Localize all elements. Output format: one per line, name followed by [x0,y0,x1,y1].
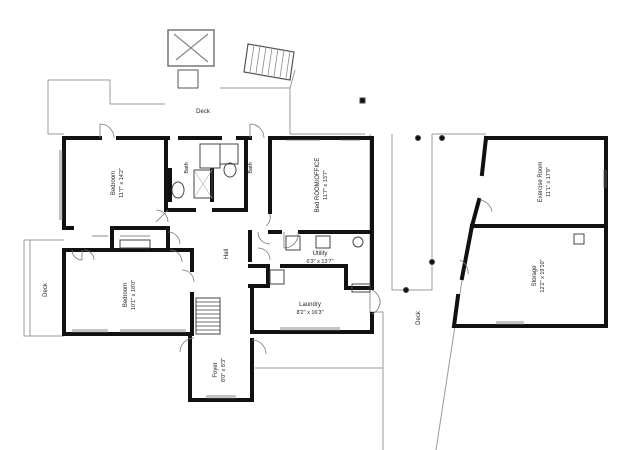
room-storage-name: Storage [532,265,538,287]
room-bed-office-dims: 11'7" x 13'7" [323,170,329,200]
windows [59,139,607,399]
room-storage-dims: 12'2" x 19'10" [540,259,546,292]
room-bath-2-name: Bath [248,162,254,173]
deck-outlines [23,69,486,450]
room-bed-office-name: Bed ROOM/OFFICE [315,158,321,213]
fixtures [119,97,585,335]
room-utility-name: Utility [313,251,328,257]
room-bedroom-2-dims: 10'1" x 18'0" [131,280,137,310]
room-laundry-dims: 8'2" x 16'3" [296,310,323,316]
room-bedroom-2-name: Bedroom [123,283,129,307]
walls [62,135,608,402]
room-deck-left-name: Deck [43,282,49,297]
room-deck-top-name: Deck [196,109,211,115]
room-exercise-dims: 11'1" x 17'9" [546,167,552,197]
skylights [167,29,295,89]
door-swings [71,123,493,355]
room-laundry-name: Laundry [299,302,321,308]
room-exercise-name: Exercise Room [538,162,544,203]
room-labels: Deck Bedroom 11'7" x 14'2" Bath Bath Bed… [43,109,552,382]
room-deck-right-name: Deck [416,310,422,325]
room-bedroom-1-name: Bedroom [111,171,117,195]
room-foyer-name: Foyer [213,362,219,377]
room-utility-dims: 6'3" x 13'7" [306,259,333,265]
room-bath-1-name: Bath [184,162,190,173]
room-bedroom-1-dims: 11'7" x 14'2" [119,168,125,198]
room-hall-name: Hall [224,249,230,259]
room-foyer-dims: 8'0" x 8'3" [221,358,227,382]
